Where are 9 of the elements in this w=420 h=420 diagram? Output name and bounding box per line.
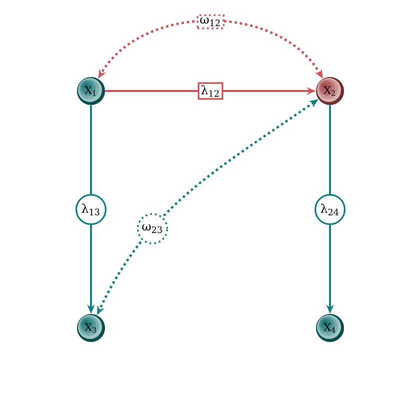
sphere-node: X$_{1}$ [77, 77, 105, 105]
edge-label: λ$_{24}$ [314, 194, 346, 226]
sphere-node: X$_{2}$ [316, 77, 344, 105]
sphere-node: X$_{4}$ [316, 314, 344, 342]
edge-label: ω$_{23}$ [136, 213, 168, 244]
sphere-node: X$_{3}$ [77, 314, 105, 342]
edge-label: λ$_{13}$ [75, 194, 107, 226]
edge-label: ω$_{12}$ [196, 14, 224, 30]
edge-label: λ$_{12}$ [198, 82, 224, 100]
